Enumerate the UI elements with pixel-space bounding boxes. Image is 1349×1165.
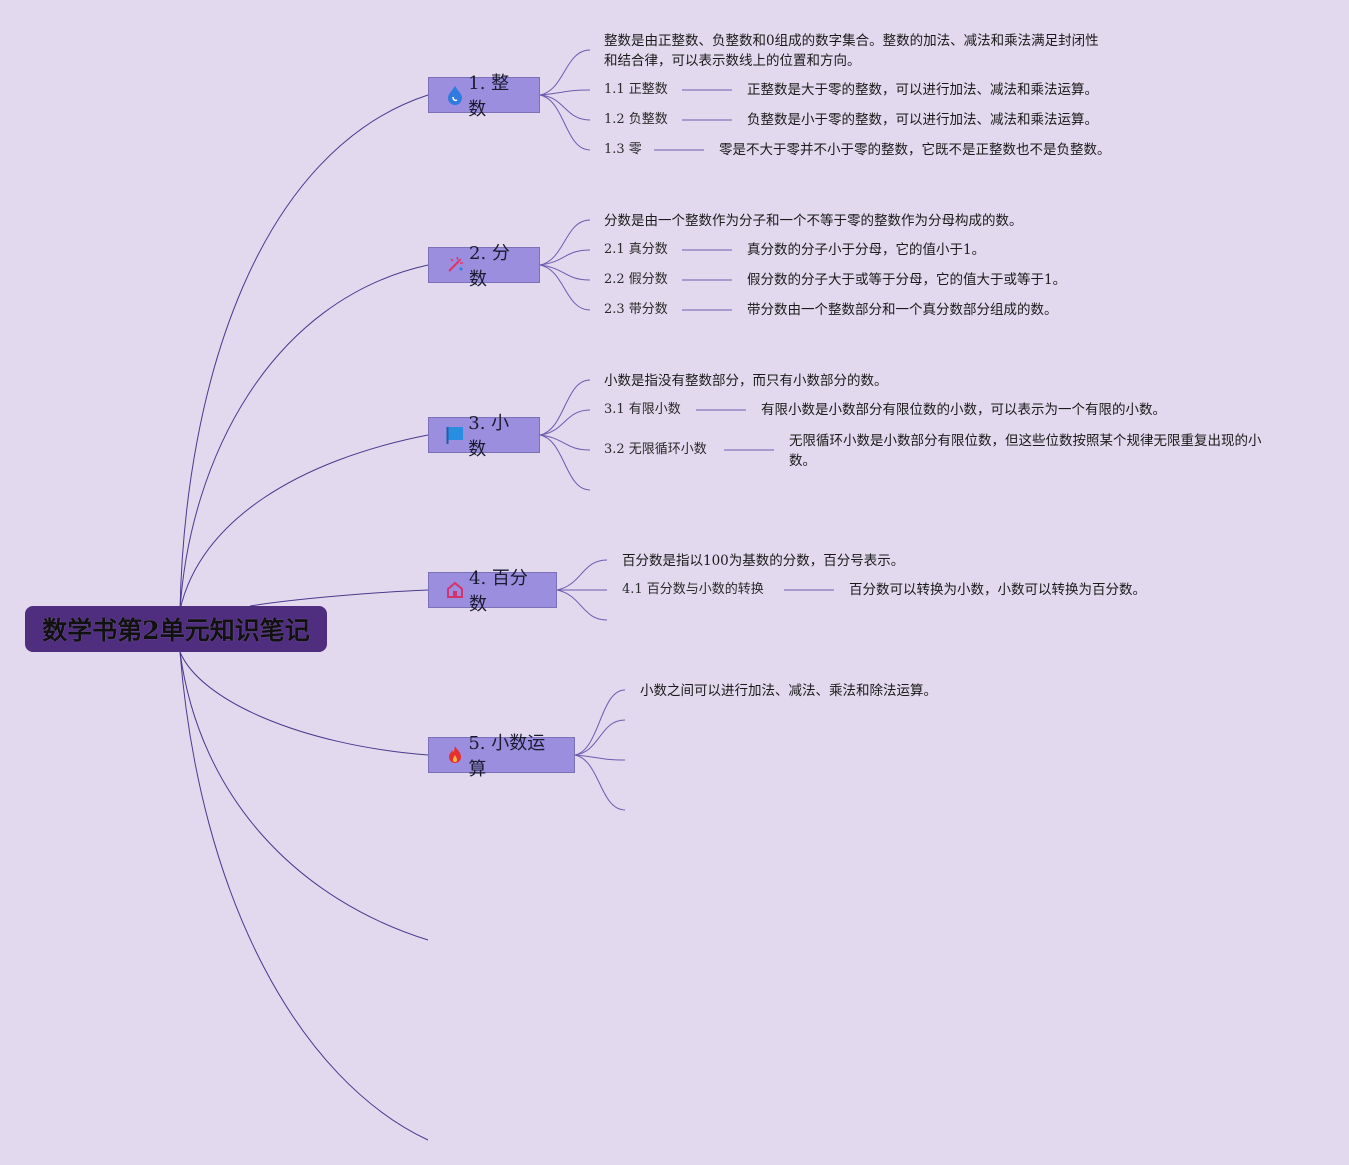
branch-label: 4. 百分数 <box>469 568 528 615</box>
b3-link-2 <box>539 434 591 451</box>
branch-summary: 分数是由一个整数作为分子和一个不等于零的整数作为分母构成的数。 <box>604 213 1023 229</box>
branch-label: 3. 小数 <box>468 413 510 460</box>
root-link-7 <box>179 651 429 1141</box>
subtopic-label[interactable]: 1.2 负整数 <box>604 112 668 127</box>
root-link-4 <box>249 589 429 607</box>
b5-link-empty-1 <box>574 719 626 756</box>
root-link-5 <box>179 651 429 756</box>
branch-summary: 百分数是指以100为基数的分数，百分号表示。 <box>622 553 905 569</box>
root-topic[interactable]: 数学书第2单元知识笔记 <box>25 606 327 652</box>
subtopic-label[interactable]: 2.3 带分数 <box>604 302 668 317</box>
subtopic-desc: 无限循环小数是小数部分有限位数，但这些位数按照某个规律无限重复出现的小数。 <box>789 433 1262 469</box>
branch-label: 2. 分数 <box>469 243 510 290</box>
subtopic-desc: 有限小数是小数部分有限位数的小数，可以表示为一个有限的小数。 <box>761 402 1166 418</box>
b1-link-3 <box>539 94 591 151</box>
b2-link-2 <box>539 264 591 281</box>
branch-percentages[interactable]: 4. 百分数 <box>428 568 557 615</box>
subtopic-desc: 带分数由一个整数部分和一个真分数部分组成的数。 <box>747 302 1058 318</box>
root-title: 数学书第2单元知识笔记 <box>42 616 310 645</box>
subtopic-desc: 真分数的分子小于分母，它的值小于1。 <box>747 242 986 258</box>
subtopic-label[interactable]: 3.2 无限循环小数 <box>604 442 707 457</box>
subtopic-label[interactable]: 2.1 真分数 <box>604 242 668 257</box>
branch-label: 5. 小数运算 <box>468 733 546 780</box>
subtopic-label[interactable]: 4.1 百分数与小数的转换 <box>622 582 764 597</box>
b4-link-summary <box>556 559 608 591</box>
b5-link-empty-2 <box>574 754 626 761</box>
subtopic-label[interactable]: 3.1 有限小数 <box>604 402 681 417</box>
branch-summary: 小数是指没有整数部分，而只有小数部分的数。 <box>604 373 888 389</box>
subtopic-label[interactable]: 1.1 正整数 <box>604 82 668 97</box>
subtopic-label[interactable]: 1.3 零 <box>604 142 642 157</box>
b2-link-3 <box>539 264 591 311</box>
root-link-6 <box>179 651 429 941</box>
branch-decimals[interactable]: 3. 小数 <box>428 413 540 460</box>
water-drop-icon <box>445 85 464 105</box>
branch-fractions[interactable]: 2. 分数 <box>428 243 540 290</box>
b2-link-1 <box>539 249 591 266</box>
root-link-3 <box>179 434 429 611</box>
magic-wand-icon <box>445 255 465 275</box>
b3-link-summary <box>539 379 591 436</box>
subtopic-desc: 零是不大于零并不小于零的整数，它既不是正整数也不是负整数。 <box>719 142 1111 158</box>
home-icon <box>445 580 465 600</box>
root-link-2 <box>179 264 429 611</box>
fire-icon <box>445 745 464 765</box>
root-link-1 <box>179 94 429 611</box>
b1-link-1 <box>539 89 591 96</box>
subtopic-desc: 假分数的分子大于或等于分母，它的值大于或等于1。 <box>747 272 1067 288</box>
b4-link-empty <box>556 589 608 621</box>
b2-link-summary <box>539 219 591 266</box>
b1-link-summary <box>539 49 591 96</box>
branch-summary: 整数是由正整数、负整数和0组成的数字集合。整数的加法、减法和乘法满足封闭性和结合… <box>604 33 1099 69</box>
flag-icon <box>445 425 464 445</box>
branch-integers[interactable]: 1. 整数 <box>428 73 540 120</box>
branch-label: 1. 整数 <box>468 73 510 120</box>
subtopic-label[interactable]: 2.2 假分数 <box>604 272 668 287</box>
b3-link-empty <box>539 434 591 491</box>
b5-link-empty-3 <box>574 754 626 811</box>
branch-summary: 小数之间可以进行加法、减法、乘法和除法运算。 <box>640 683 937 699</box>
subtopic-desc: 正整数是大于零的整数，可以进行加法、减法和乘法运算。 <box>747 82 1098 98</box>
b5-link-summary <box>574 689 626 756</box>
b3-link-1 <box>539 409 591 436</box>
subtopic-desc: 百分数可以转换为小数，小数可以转换为百分数。 <box>849 582 1146 598</box>
b1-link-2 <box>539 94 591 121</box>
branch-decimal-operations[interactable]: 5. 小数运算 <box>428 733 575 780</box>
subtopic-desc: 负整数是小于零的整数，可以进行加法、减法和乘法运算。 <box>747 112 1098 128</box>
